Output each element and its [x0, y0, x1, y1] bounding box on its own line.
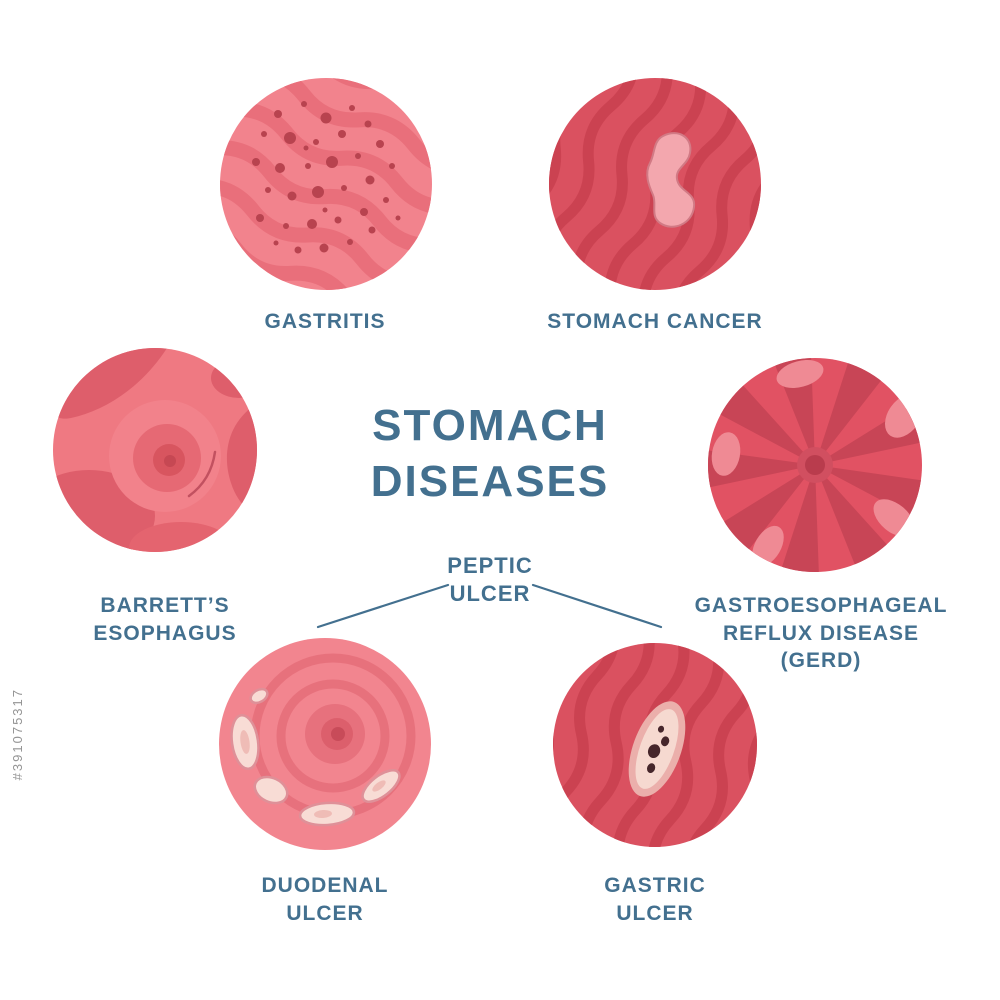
stock-watermark: #391075317	[10, 688, 25, 781]
gastric-ulcer-image	[553, 643, 757, 847]
duodenal-ulcer-illustration	[219, 638, 431, 850]
barretts-esophagus-illustration	[53, 348, 257, 552]
tumor-shape	[646, 132, 696, 228]
title-line-2: DISEASES	[370, 457, 610, 507]
barretts-esophagus-image	[53, 348, 257, 552]
gastritis-label: GASTRITIS	[264, 310, 386, 333]
barretts-label-line-1: BARRETT’S	[100, 594, 230, 617]
stomach-cancer-image	[549, 78, 761, 290]
gastric-label-line-2: ULCER	[616, 901, 694, 925]
gerd-image	[708, 358, 922, 572]
gerd-label-line-2: REFLUX DISEASE	[722, 621, 920, 645]
duodenal-ulcer-image	[219, 638, 431, 850]
gastritis-illustration	[220, 78, 432, 290]
stomach-cancer-label: STOMACH CANCER	[547, 310, 763, 333]
gerd-label: GASTROESOPHAGEAL REFLUX DISEASE (GERD)	[665, 592, 977, 675]
peptic-line-2: ULCER	[449, 580, 531, 606]
ulcer-lesion	[628, 701, 686, 797]
gastric-ulcer-label: GASTRIC ULCER	[555, 872, 755, 927]
peptic-line-1: PEPTIC	[447, 553, 533, 578]
page-title: STOMACH DISEASES	[340, 398, 640, 511]
barretts-esophagus-label: BARRETT’S ESOPHAGUS	[55, 592, 275, 647]
duodenal-ulcer-label: DUODENAL ULCER	[225, 872, 425, 927]
duodenal-label-line-1: DUODENAL	[261, 874, 389, 897]
gastric-ulcer-illustration	[553, 643, 757, 847]
gerd-label-line-3: (GERD)	[780, 649, 862, 673]
gastric-label-line-1: GASTRIC	[604, 874, 706, 897]
gerd-illustration	[708, 358, 922, 572]
title-line-1: STOMACH	[372, 401, 608, 450]
stomach-cancer-illustration	[549, 78, 761, 290]
gerd-label-line-1: GASTROESOPHAGEAL	[694, 594, 948, 617]
barretts-label-line-2: ESOPHAGUS	[93, 621, 237, 645]
peptic-ulcer-label: PEPTIC ULCER	[390, 552, 590, 607]
duodenal-label-line-2: ULCER	[286, 901, 364, 925]
gastritis-image	[220, 78, 432, 290]
